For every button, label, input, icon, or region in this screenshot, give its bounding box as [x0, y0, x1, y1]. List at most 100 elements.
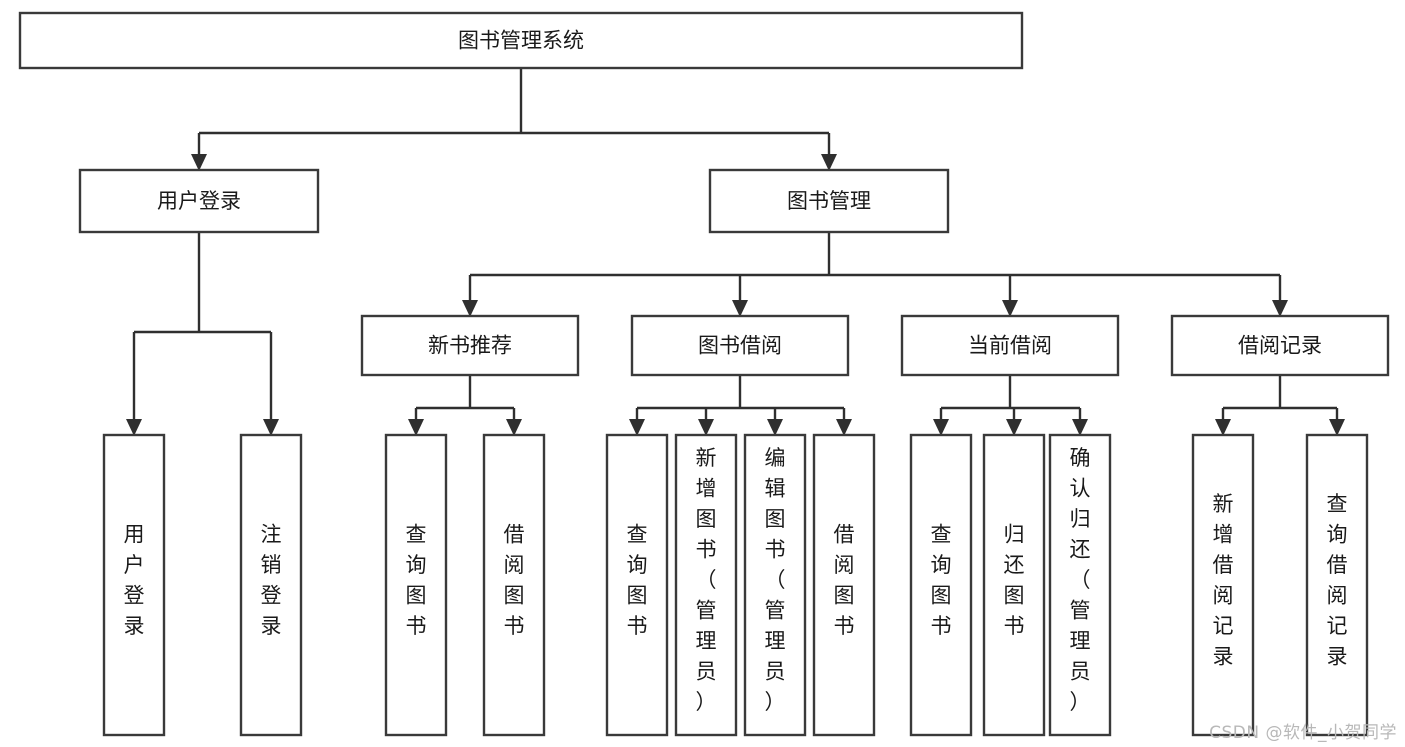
connectors-layer — [126, 68, 1345, 436]
node-leaf-record-query[interactable]: 查询借阅记录 — [1305, 433, 1369, 737]
node-box[interactable] — [1305, 433, 1369, 737]
node-label: 查询图书 — [931, 522, 952, 638]
node-box[interactable] — [482, 433, 546, 737]
node-label: 图书管理 — [787, 189, 871, 213]
arrow-head — [836, 419, 852, 436]
arrow-borrow-record-to-leaf-record-query — [1329, 408, 1345, 436]
arrow-head — [767, 419, 783, 436]
arrow-root-to-user-login — [191, 133, 207, 171]
arrow-head — [408, 419, 424, 436]
node-box[interactable] — [102, 433, 166, 737]
connector-bus-book-borrow — [637, 375, 844, 410]
arrow-head — [263, 419, 279, 436]
node-box[interactable] — [812, 433, 876, 737]
node-leaf-record-add[interactable]: 新增借阅记录 — [1191, 433, 1255, 737]
arrow-new-book-rec-to-leaf-rec-borrow — [506, 408, 522, 436]
node-current-borrow[interactable]: 当前借阅 — [900, 314, 1120, 377]
arrow-head — [191, 154, 207, 171]
connector-bus-borrow-record — [1223, 375, 1337, 410]
arrow-head — [933, 419, 949, 436]
node-box[interactable] — [360, 314, 580, 377]
node-box[interactable] — [78, 168, 320, 234]
arrow-current-borrow-to-leaf-current-return — [1006, 408, 1022, 436]
node-box[interactable] — [674, 433, 738, 737]
arrow-head — [629, 419, 645, 436]
arrow-head — [1002, 300, 1018, 317]
node-leaf-borrow-add[interactable]: 新增图书（管理员） — [674, 433, 738, 737]
node-box[interactable] — [605, 433, 669, 737]
node-box[interactable] — [982, 433, 1046, 737]
node-label: 新增借阅记录 — [1213, 492, 1234, 669]
arrow-book-manage-to-borrow-record — [1272, 275, 1288, 317]
node-label: 归还图书 — [1004, 522, 1025, 638]
arrow-book-manage-to-new-book-rec — [462, 275, 478, 317]
node-box[interactable] — [1191, 433, 1255, 737]
node-borrow-record[interactable]: 借阅记录 — [1170, 314, 1390, 377]
node-box[interactable] — [384, 433, 448, 737]
arrow-head — [506, 419, 522, 436]
node-leaf-borrow-edit[interactable]: 编辑图书（管理员） — [743, 433, 807, 737]
node-label: 图书借阅 — [698, 334, 782, 358]
node-leaf-current-query[interactable]: 查询图书 — [909, 433, 973, 737]
connector-bus-user-login — [134, 232, 271, 334]
arrow-current-borrow-to-leaf-current-confirm — [1072, 408, 1088, 436]
arrow-new-book-rec-to-leaf-rec-query — [408, 408, 424, 436]
arrow-user-login-to-leaf-user-logout — [263, 332, 279, 436]
node-box[interactable] — [18, 11, 1024, 70]
connector-bus-current-borrow — [941, 375, 1080, 410]
node-box[interactable] — [909, 433, 973, 737]
node-label: 借阅图书 — [504, 522, 525, 638]
node-label: 新书推荐 — [428, 334, 512, 358]
node-leaf-user-logout[interactable]: 注销登录 — [239, 433, 303, 737]
arrow-book-manage-to-current-borrow — [1002, 275, 1018, 317]
node-label: 查询借阅记录 — [1327, 492, 1348, 669]
arrow-head — [1006, 419, 1022, 436]
node-leaf-current-return[interactable]: 归还图书 — [982, 433, 1046, 737]
node-book-borrow[interactable]: 图书借阅 — [630, 314, 850, 377]
node-label: 编辑图书（管理员） — [765, 446, 786, 714]
node-leaf-borrow-query[interactable]: 查询图书 — [605, 433, 669, 737]
node-root[interactable]: 图书管理系统 — [18, 11, 1024, 70]
node-label: 注销登录 — [261, 522, 282, 638]
arrow-head — [1272, 300, 1288, 317]
node-book-manage[interactable]: 图书管理 — [708, 168, 950, 234]
node-label: 借阅记录 — [1238, 334, 1322, 358]
connector-bus-new-book-rec — [416, 375, 514, 410]
node-leaf-current-confirm[interactable]: 确认归还（管理员） — [1048, 433, 1112, 737]
node-label: 新增图书（管理员） — [696, 446, 717, 714]
node-label: 用户登录 — [157, 189, 241, 213]
node-box[interactable] — [1170, 314, 1390, 377]
node-label: 用户登录 — [124, 522, 145, 638]
node-label: 查询图书 — [627, 522, 648, 638]
node-leaf-rec-query[interactable]: 查询图书 — [384, 433, 448, 737]
nodes-layer: 图书管理系统用户登录图书管理新书推荐图书借阅当前借阅借阅记录用户登录注销登录查询… — [18, 11, 1390, 737]
arrow-head — [1329, 419, 1345, 436]
node-label: 查询图书 — [406, 522, 427, 638]
arrow-head — [698, 419, 714, 436]
arrow-borrow-record-to-leaf-record-add — [1215, 408, 1231, 436]
arrow-current-borrow-to-leaf-current-query — [933, 408, 949, 436]
arrow-head — [126, 419, 142, 436]
node-box[interactable] — [239, 433, 303, 737]
node-box[interactable] — [900, 314, 1120, 377]
node-box[interactable] — [630, 314, 850, 377]
node-label: 图书管理系统 — [458, 29, 584, 53]
node-box[interactable] — [743, 433, 807, 737]
arrow-root-to-book-manage — [821, 133, 837, 171]
node-new-book-rec[interactable]: 新书推荐 — [360, 314, 580, 377]
arrow-book-borrow-to-leaf-borrow-query — [629, 408, 645, 436]
connector-bus-book-manage — [470, 232, 1280, 277]
arrow-head — [821, 154, 837, 171]
node-leaf-user-login[interactable]: 用户登录 — [102, 433, 166, 737]
node-label: 确认归还（管理员） — [1070, 446, 1091, 714]
node-label: 当前借阅 — [968, 334, 1052, 358]
arrow-user-login-to-leaf-user-login — [126, 332, 142, 436]
node-box[interactable] — [708, 168, 950, 234]
node-leaf-borrow-lend[interactable]: 借阅图书 — [812, 433, 876, 737]
arrow-book-borrow-to-leaf-borrow-edit — [767, 408, 783, 436]
node-leaf-rec-borrow[interactable]: 借阅图书 — [482, 433, 546, 737]
node-user-login[interactable]: 用户登录 — [78, 168, 320, 234]
node-box[interactable] — [1048, 433, 1112, 737]
